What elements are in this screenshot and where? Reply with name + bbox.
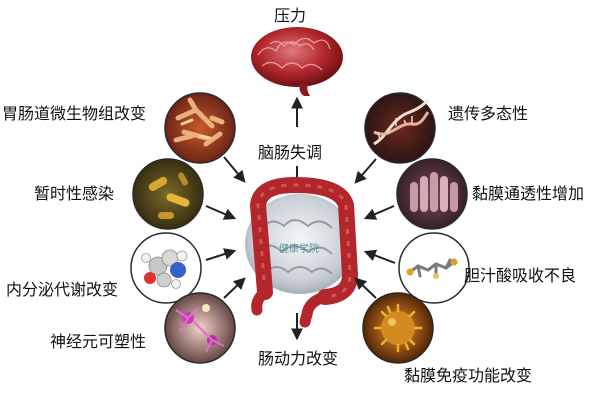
bacteria-icon (164, 92, 236, 164)
brain-icon (251, 27, 343, 96)
permeability-label: 黏膜通透性增加 (472, 184, 585, 203)
motility-label: 肠动力改变 (258, 349, 339, 368)
neuroplasticity-label: 神经元可塑性 (50, 332, 147, 351)
bile-acid-label: 胆汁酸吸收不良 (464, 266, 577, 285)
bacilli-icon (132, 158, 204, 230)
arrow-from-permeability (363, 205, 395, 220)
endocrine-label: 内分泌代谢改变 (6, 280, 119, 299)
arrow-from-microbiome (223, 156, 246, 183)
microbiome-label: 胃肠道微生物组改变 (2, 104, 147, 123)
rectum (299, 291, 331, 328)
genetics-label: 遗传多态性 (448, 104, 529, 123)
stress-label: 压力 (274, 6, 307, 25)
bile-acid-molecule-icon (398, 232, 470, 304)
brain-gut-label: 脑肠失调 (258, 143, 323, 162)
arrow-from-genetics (354, 158, 377, 184)
mucosal-immunity-label: 黏膜免疫功能改变 (404, 366, 533, 385)
infection-label: 暂时性感染 (34, 184, 115, 203)
immune-cell-icon (362, 292, 434, 364)
intestine-icon (245, 177, 358, 328)
small-intestine (245, 194, 355, 294)
arrow-from-bile-acid (363, 249, 396, 264)
neuron-icon (164, 292, 236, 364)
arrow-from-endocrine (205, 248, 237, 261)
villi-icon (396, 158, 468, 230)
molecule-icon (130, 232, 202, 304)
dna-icon (364, 92, 436, 164)
arrow-from-neuron (223, 277, 246, 299)
arrow-from-infection (205, 205, 237, 220)
watermark-text: 健康学院 (279, 244, 319, 255)
arrow-from-immunity (354, 277, 377, 299)
